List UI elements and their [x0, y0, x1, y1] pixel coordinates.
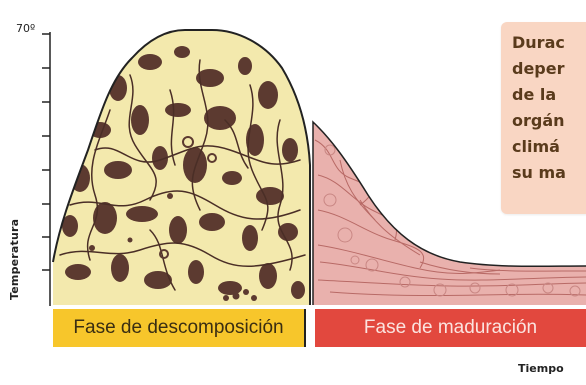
note-line-6: su ma	[512, 160, 586, 186]
note-line-4: orgán	[512, 108, 586, 134]
note-line-5: climá	[512, 134, 586, 160]
decomposition-phase-label: Fase de descomposición	[53, 309, 306, 347]
decomposition-hill	[50, 25, 315, 310]
note-line-3: de la	[512, 82, 586, 108]
note-line-2: deper	[512, 56, 586, 82]
decomposition-phase-text: Fase de descomposición	[73, 317, 283, 339]
y-axis-top-tick-label: 70º	[16, 22, 35, 35]
x-axis-label: Tiempo	[518, 362, 564, 375]
maturation-phase-text: Fase de maduración	[364, 317, 537, 339]
note-box: Durac deper de la orgán climá su ma	[501, 22, 586, 214]
note-line-1: Durac	[512, 30, 586, 56]
maturation-phase-label: Fase de maduración	[315, 309, 586, 347]
y-axis-label: Temperatura	[8, 190, 24, 300]
y-axis-ticks	[42, 34, 50, 270]
